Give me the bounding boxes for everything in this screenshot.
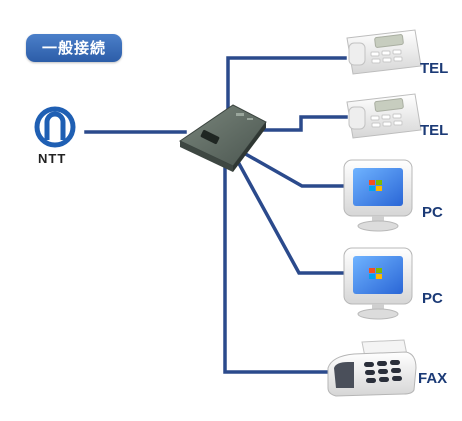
- line-router-to-tel-2: [262, 115, 348, 132]
- line-router-to-pc-2: [234, 157, 347, 275]
- computer-monitor-icon: [343, 247, 413, 320]
- fax-machine-icon: [327, 339, 417, 397]
- ntt-logo-icon: [34, 106, 76, 148]
- router-icon: [178, 104, 267, 172]
- connection-lines: [84, 56, 348, 374]
- device-label-pc-1: PC: [422, 204, 443, 221]
- line-router-to-pc-1: [239, 149, 347, 188]
- connection-type-badge: 一般接続: [26, 34, 122, 62]
- telephone-icon: [346, 29, 422, 75]
- device-label-pc-2: PC: [422, 290, 443, 307]
- device-label-tel-1: TEL: [420, 60, 449, 77]
- line-router-to-tel-1: [226, 56, 347, 120]
- device-label-fax: FAX: [418, 370, 448, 387]
- computer-monitor-icon: [343, 159, 413, 232]
- telephone-icon: [346, 93, 422, 139]
- provider-label: NTT: [38, 151, 67, 166]
- line-router-to-fax: [223, 164, 336, 374]
- device-label-tel-2: TEL: [420, 122, 449, 139]
